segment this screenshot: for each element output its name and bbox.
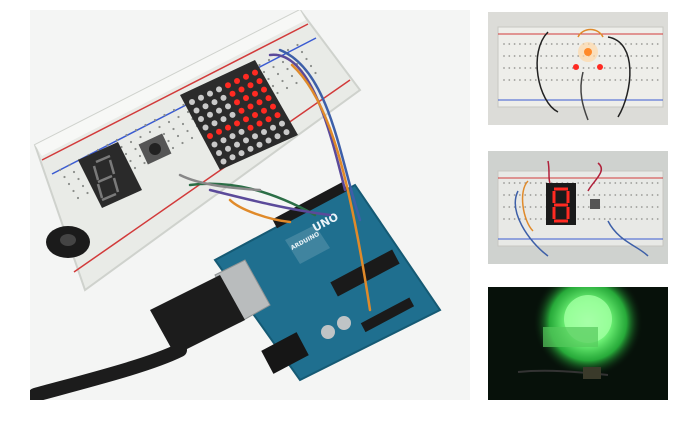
jumper-wires — [178, 48, 372, 312]
buzzer — [46, 226, 90, 258]
thumb-seven-segment — [488, 151, 668, 264]
dc-jack — [261, 332, 309, 374]
led-red — [573, 64, 579, 70]
usb-connector — [30, 259, 271, 400]
seven-segment-display — [78, 142, 142, 208]
led-red-2 — [597, 64, 603, 70]
thumb-leds — [488, 12, 668, 125]
breadboard-lit — [543, 327, 598, 347]
arduino-board: UNO ARDUINO — [213, 181, 442, 382]
led-matrix — [180, 60, 298, 170]
sensor-module — [583, 367, 601, 379]
segments-lit — [552, 187, 570, 223]
push-button — [590, 199, 600, 209]
push-button — [138, 133, 172, 165]
led-lit — [584, 48, 592, 56]
main-photo: UNO ARDUINO — [30, 10, 470, 400]
thumb-green-light — [488, 287, 668, 400]
